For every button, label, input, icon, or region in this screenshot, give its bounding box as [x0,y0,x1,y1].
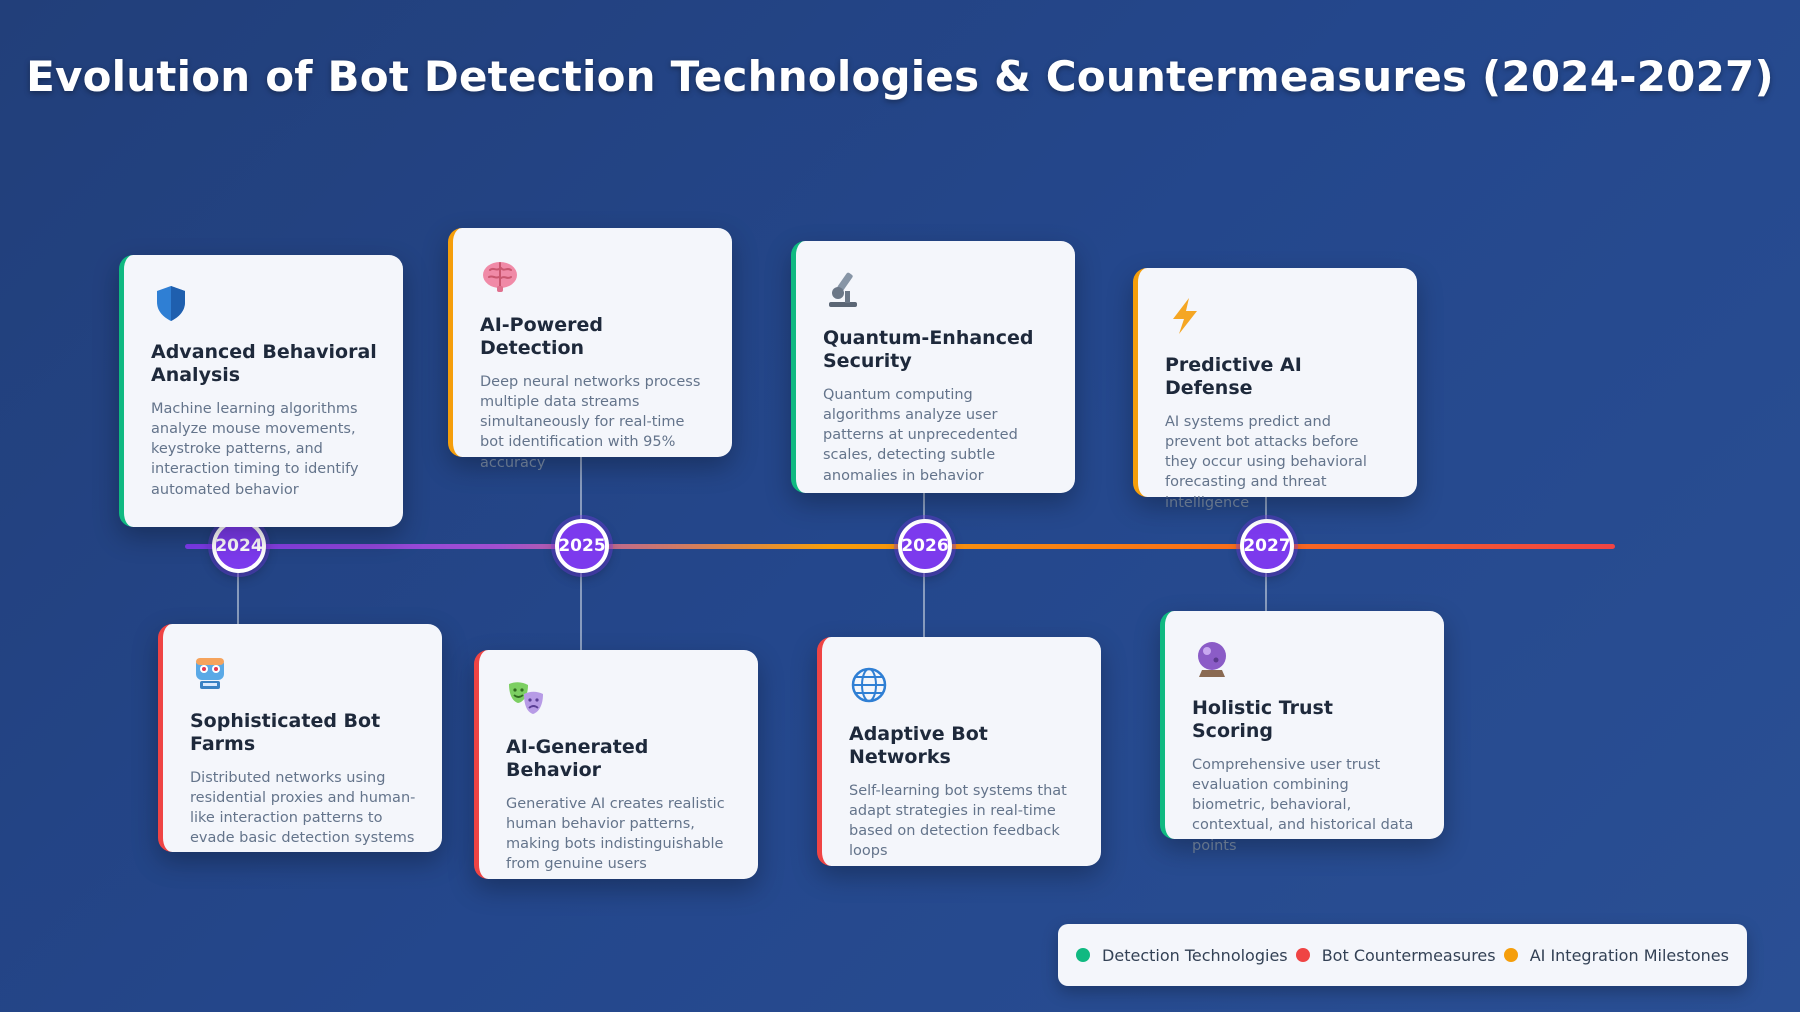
card-description: Distributed networks using residential p… [190,769,416,847]
legend-item-ai-milestones: AI Integration Milestones [1503,945,1729,965]
connector-2025-top [580,457,582,544]
card-holistic-trust-scoring: Holistic Trust Scoring Comprehensive use… [1160,611,1444,854]
legend-dot [1503,948,1518,962]
connector-2027-bottom [1265,549,1267,611]
legend-item-countermeasures: Bot Countermeasures [1295,945,1496,965]
crystal-ball-icon [1198,642,1226,677]
card-title: Quantum-Enhanced Security [823,327,1034,372]
card-description: AI systems predict and prevent bot attac… [1165,413,1367,511]
year-node-2025: 2025 [555,519,609,573]
robot-icon [196,658,224,689]
card-quantum-enhanced-security: Quantum-Enhanced Security Quantum comput… [791,241,1075,493]
page-title: Evolution of Bot Detection Technologies … [26,52,1774,101]
card-description: Comprehensive user trust evaluation comb… [1192,756,1414,854]
card-title: Holistic Trust Scoring [1192,697,1333,742]
card-title: Advanced Behavioral Analysis [151,341,377,386]
theater-masks-icon [509,682,543,714]
card-advanced-behavioral-analysis: Advanced Behavioral Analysis Machine lea… [119,255,403,527]
card-ai-powered-detection: AI-Powered Detection Deep neural network… [448,228,732,471]
legend-item-detection: Detection Technologies [1076,946,1288,965]
legend-label: Detection Technologies [1102,945,1288,965]
connector-2025-bottom [580,549,582,650]
card-ai-generated-behavior: AI-Generated Behavior Generative AI crea… [474,650,758,879]
year-node-2024: 2024 [212,519,266,573]
card-description: Generative AI creates realistic human be… [506,795,725,873]
card-description: Machine learning algorithms analyze mous… [151,400,359,498]
card-title: Adaptive Bot Networks [849,723,988,768]
card-title: Predictive AI Defense [1165,354,1302,399]
legend: Detection Technologies Bot Countermeasur… [1058,924,1747,986]
legend-label: Bot Countermeasures [1321,945,1496,965]
connector-2026-top [923,493,925,544]
legend-dot [1295,948,1310,962]
year-node-2027: 2027 [1240,519,1294,573]
card-sophisticated-bot-farms: Sophisticated Bot Farms Distributed netw… [158,624,442,852]
connector-2024-bottom [237,549,239,624]
card-title: Sophisticated Bot Farms [190,710,381,755]
year-node-2026: 2026 [898,519,952,573]
card-description: Self-learning bot systems that adapt str… [849,782,1067,860]
card-title: AI-Generated Behavior [506,736,649,781]
card-title: AI-Powered Detection [480,314,603,359]
legend-dot [1076,948,1091,962]
connector-2026-bottom [923,549,925,638]
microscope-icon [829,272,857,307]
shield-icon [157,286,185,321]
globe-icon [851,667,887,703]
card-predictive-ai-defense: Predictive AI Defense AI systems predict… [1133,268,1417,511]
card-description: Deep neural networks process multiple da… [480,373,701,471]
legend-label: AI Integration Milestones [1529,945,1729,965]
card-adaptive-bot-networks: Adaptive Bot Networks Self-learning bot … [817,637,1101,866]
lightning-icon [1173,298,1197,334]
brain-icon [483,262,517,292]
card-description: Quantum computing algorithms analyze use… [823,386,1018,484]
